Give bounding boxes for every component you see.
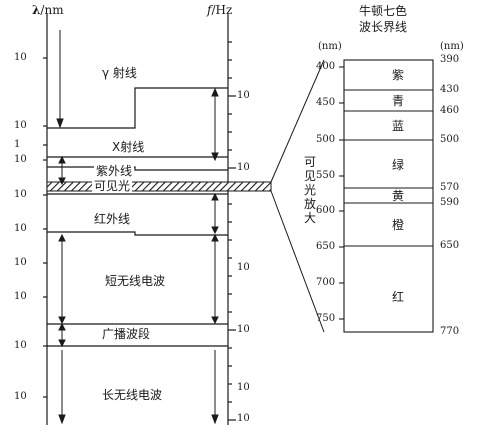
left-axis-tick-label: 10 <box>14 257 27 268</box>
spectrum-scale-tick: 750 <box>316 313 336 324</box>
spectrum-scale-tick: 650 <box>316 241 336 252</box>
spectrum-boundary-value: 430 <box>440 84 460 95</box>
spectrum-color-name: 紫 <box>392 68 405 82</box>
visible-light-label: 可见光 <box>92 179 133 193</box>
ultraviolet-label: 紫外线 <box>94 164 135 178</box>
right-axis-tick-label: 10 <box>237 90 250 101</box>
short-radio-wave-label: 短无线电波 <box>105 274 166 288</box>
spectrum-unit-left: (nm) <box>318 41 342 52</box>
right-axis-tick-label: 10 <box>237 382 250 393</box>
broadcast-band-label: 广播波段 <box>102 327 151 341</box>
spectrum-title-line1: 牛顿七色 <box>359 4 408 18</box>
right-axis-tick-label: 10 <box>237 162 250 173</box>
left-axis-unit: /nm <box>40 3 64 17</box>
right-axis-title: f/Hz <box>207 4 232 16</box>
frequency-symbol: f <box>207 3 212 17</box>
spectrum-color-name: 青 <box>392 94 405 108</box>
visible-light-band <box>46 181 272 192</box>
visible-spectrum-box <box>339 59 434 333</box>
spectrum-scale-tick: 400 <box>316 61 336 72</box>
right-axis-unit: /Hz <box>211 3 233 17</box>
ir-lower-boundary <box>47 231 228 236</box>
zoom-connector <box>270 59 325 333</box>
infrared-label: 红外线 <box>94 212 131 226</box>
spectrum-scale-tick: 450 <box>316 97 336 108</box>
right-axis-tick-label: 10 <box>237 413 250 424</box>
spectrum-color-name: 绿 <box>392 158 405 172</box>
range-arrows <box>56 30 219 425</box>
spectrum-title-line2: 波长界线 <box>359 20 408 34</box>
spectrum-boundary-value: 650 <box>440 240 460 251</box>
spectrum-boundary-value: 570 <box>440 182 460 193</box>
spectrum-boundary-value: 500 <box>440 134 460 145</box>
left-axis-tick-label: 10 <box>14 291 27 302</box>
left-axis-tick-label: 10 <box>14 391 27 402</box>
spectrum-scale-tick: 500 <box>316 134 336 145</box>
left-axis-tick-label: 10 <box>14 189 27 200</box>
left-axis-tick-label: 10 <box>14 154 27 165</box>
left-axis-tick-label: 10 <box>14 52 27 63</box>
long-radio-wave-label: 长无线电波 <box>102 388 163 402</box>
spectrum-color-name: 橙 <box>392 218 405 232</box>
spectrum-color-name: 红 <box>392 290 405 304</box>
gamma-ray-label: γ 射线 <box>102 66 137 80</box>
left-axis-title: λ/nm <box>32 4 64 16</box>
left-axis-tick-label: 1 <box>14 139 21 150</box>
gamma-xray-boundary <box>47 87 228 129</box>
left-axis-tick-label: 10 <box>14 120 27 131</box>
right-axis-tick-label: 10 <box>237 262 250 273</box>
right-axis-tick-label: 10 <box>237 324 250 335</box>
left-axis-tick-label: 10 <box>14 223 27 234</box>
spectrum-boundary-value: 590 <box>440 197 460 208</box>
spectrum-scale-tick: 550 <box>316 170 336 181</box>
spectrum-unit-right: (nm) <box>440 41 464 52</box>
uv-lower-boundary <box>47 166 228 171</box>
lambda-symbol: λ <box>32 3 41 17</box>
right-axis-ticks <box>228 41 236 421</box>
spectrum-boundary-value: 460 <box>440 105 460 116</box>
left-axis-ticks <box>43 57 47 398</box>
x-ray-label: X射线 <box>112 140 145 154</box>
visible-zoom-label: 可见光放大 <box>303 155 316 225</box>
spectrum-scale-tick: 700 <box>316 277 336 288</box>
spectrum-color-name: 蓝 <box>392 119 405 133</box>
spectrum-boundary-value: 390 <box>440 54 460 65</box>
spectrum-scale-tick: 600 <box>316 205 336 216</box>
left-axis-tick-label: 10 <box>14 340 27 351</box>
spectrum-color-name: 黄 <box>392 189 405 203</box>
spectrum-boundary-value: 770 <box>440 326 460 337</box>
